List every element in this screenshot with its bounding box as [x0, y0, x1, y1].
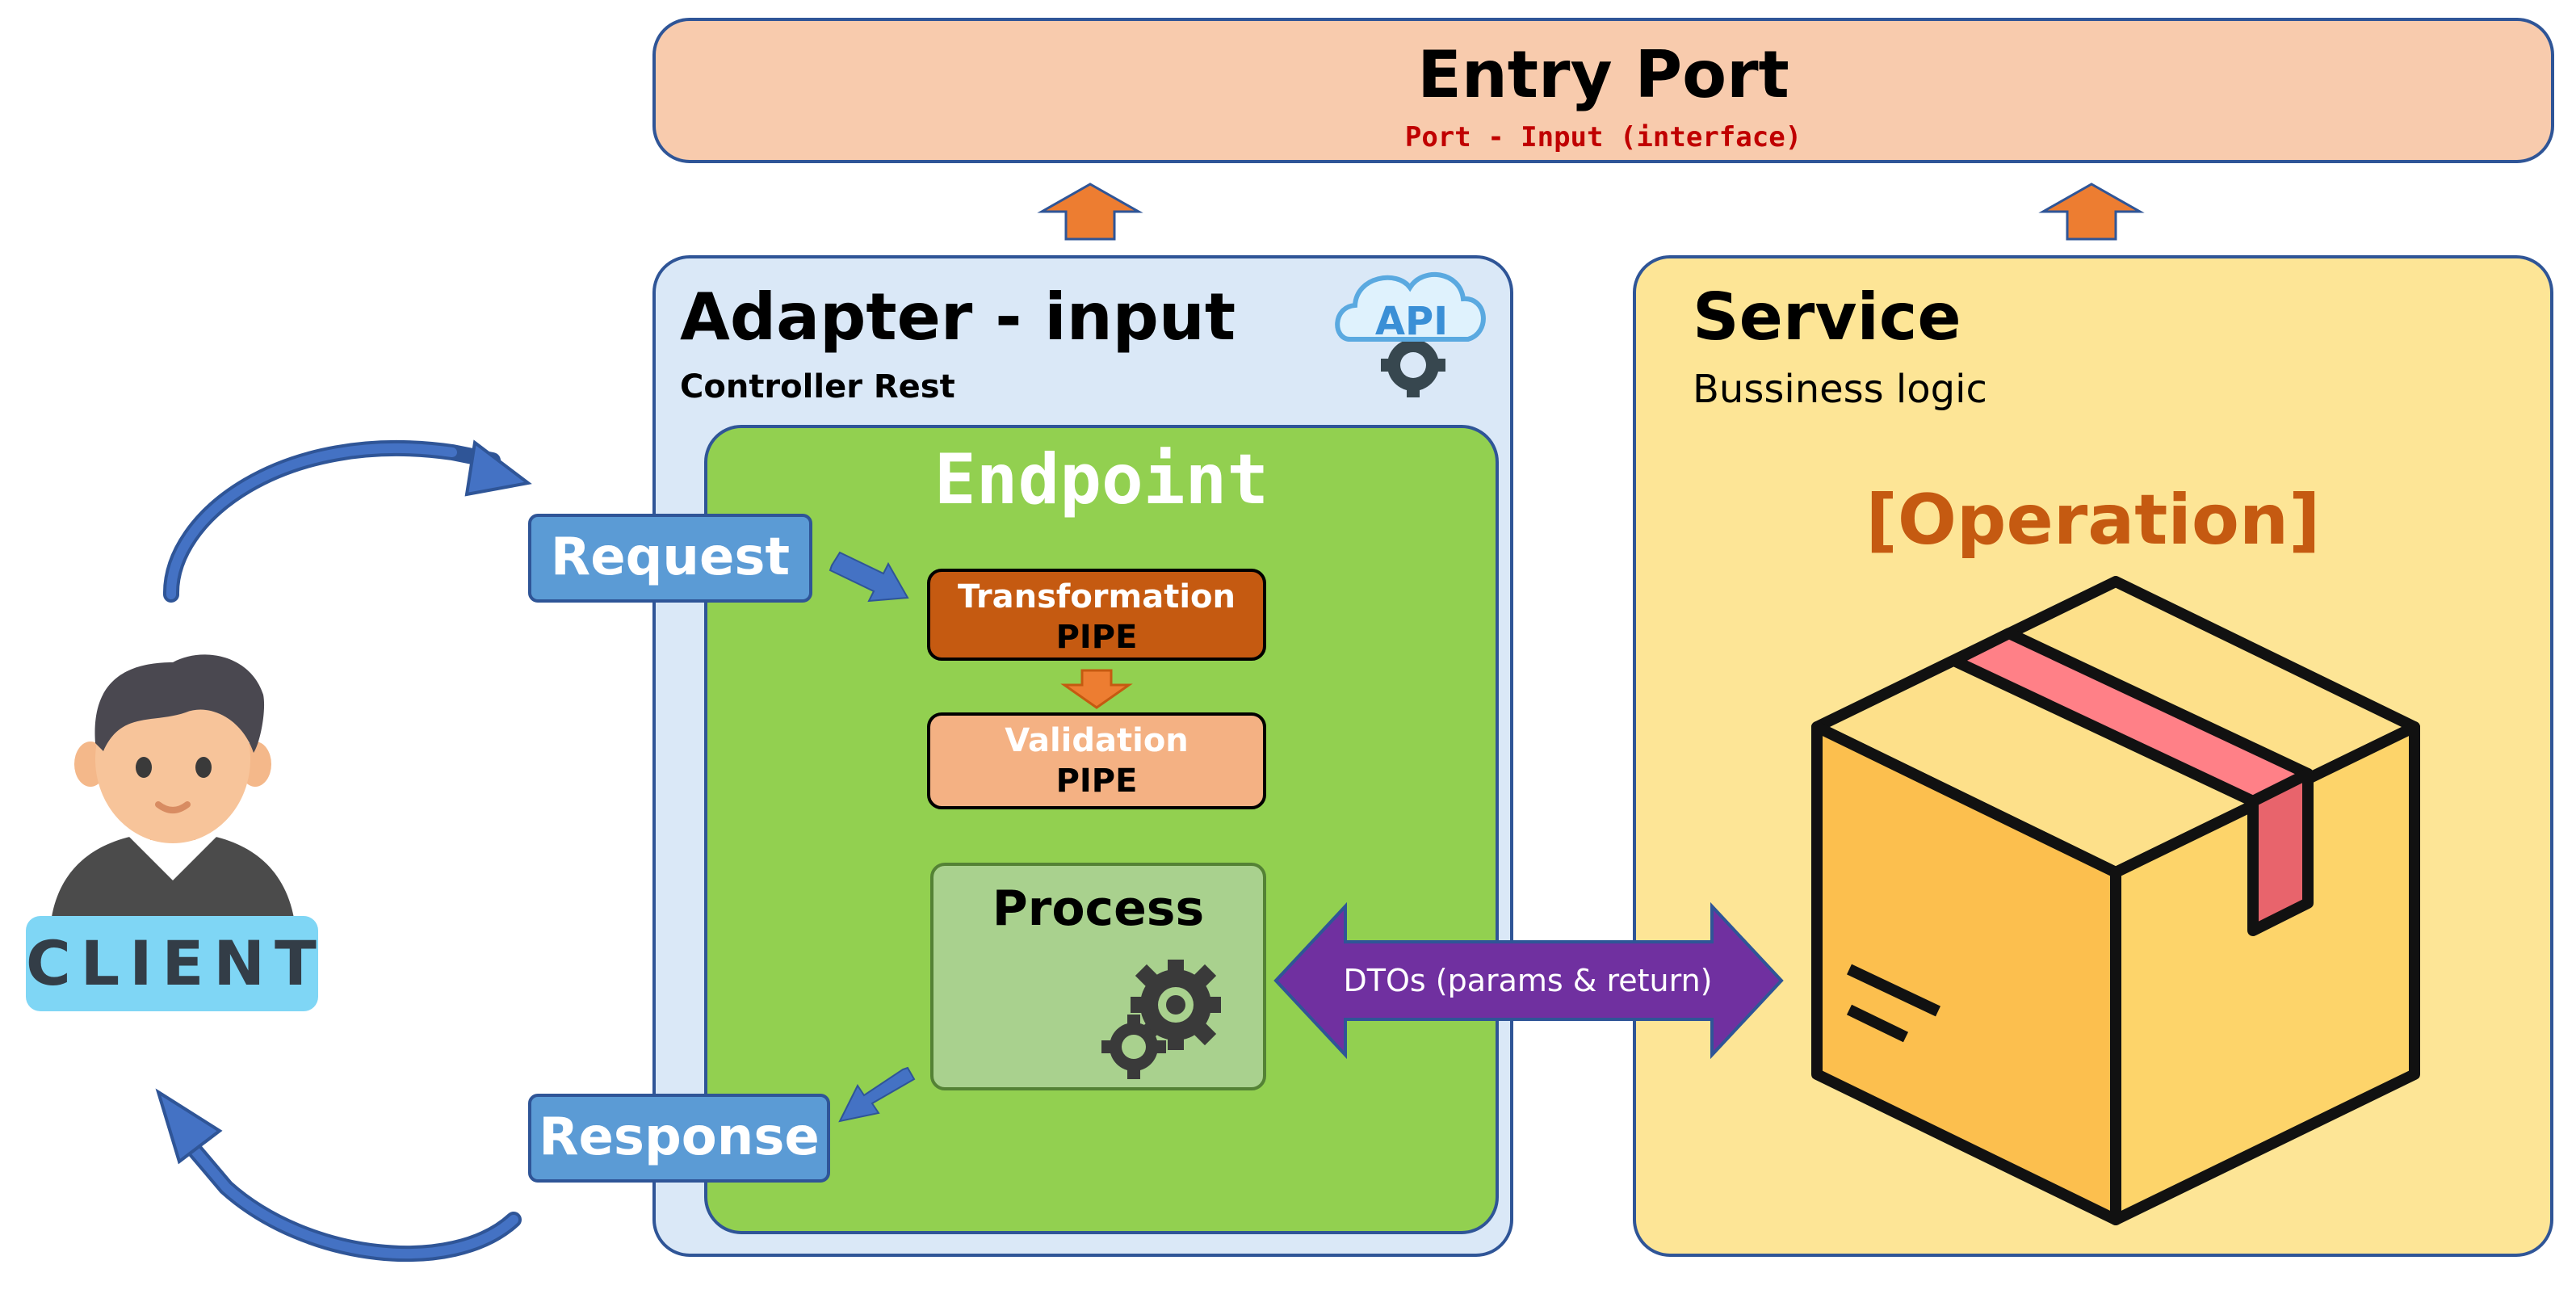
transformation-pipe-label: Transformation: [958, 578, 1236, 615]
adapter-subtitle: Controller Rest: [680, 368, 955, 405]
dto-label: DTOs (params & return): [1343, 963, 1713, 998]
endpoint-title: Endpoint: [933, 439, 1269, 520]
adapter-title: Adapter - input: [680, 279, 1236, 355]
svg-text:API: API: [1375, 299, 1448, 344]
pipe-down-arrow: [1060, 669, 1133, 709]
up-arrow-icon: [1037, 183, 1143, 241]
double-arrow-icon: [1273, 901, 1784, 1060]
package-box-icon: [1811, 576, 2420, 1225]
request-box: Request: [528, 514, 812, 603]
process-to-response-arrow: [838, 1066, 916, 1123]
person-icon: [50, 654, 296, 929]
up-arrow-icon: [2038, 183, 2145, 241]
curved-arrow-icon: [155, 1088, 522, 1262]
response-box: Response: [528, 1094, 830, 1183]
api-cloud-icon: API: [1335, 272, 1486, 397]
operation-label: [Operation]: [1865, 480, 2321, 561]
transformation-pipe: Transformation PIPE: [927, 569, 1266, 661]
transformation-pipe-type: PIPE: [1055, 619, 1138, 656]
validation-pipe-type: PIPE: [1055, 763, 1138, 800]
entry-port-subtitle: Port - Input (interface): [1404, 121, 1802, 153]
curved-arrow-icon: [162, 439, 532, 603]
process-title: Process: [992, 880, 1205, 937]
request-to-pipe-arrow: [829, 551, 909, 603]
service-subtitle: Bussiness logic: [1693, 367, 1987, 412]
entry-port-title: Entry Port: [1417, 37, 1789, 112]
service-title: Service: [1693, 279, 1961, 355]
validation-pipe-label: Validation: [1005, 722, 1189, 759]
client-label: CLIENT: [26, 916, 318, 1011]
entry-port-box: Entry Port Port - Input (interface): [652, 18, 2554, 163]
gears-icon: [1101, 960, 1221, 1079]
validation-pipe: Validation PIPE: [927, 712, 1266, 809]
